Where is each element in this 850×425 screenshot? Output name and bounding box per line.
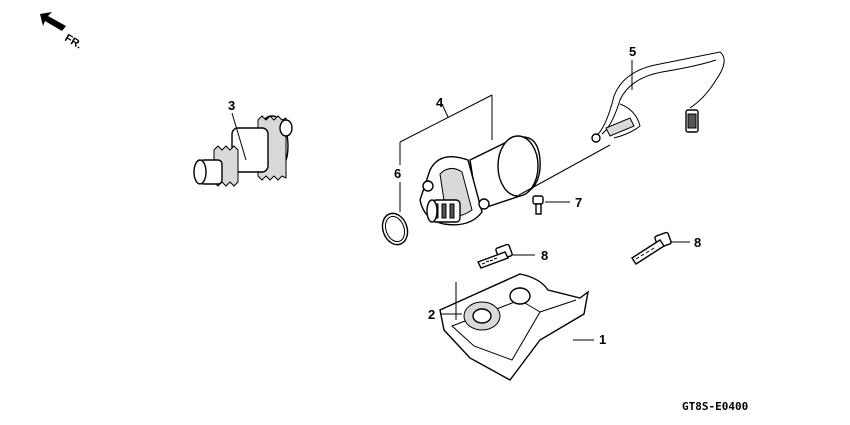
small-bolt-part: [532, 195, 570, 215]
callout-4: 4: [436, 95, 444, 110]
front-direction-indicator: FR.: [40, 12, 84, 51]
callout-2: 2: [428, 307, 435, 322]
callout-7: 7: [575, 195, 582, 210]
callout-6: 6: [394, 166, 401, 181]
callout-8-left: 8: [541, 248, 548, 263]
callout-1: 1: [599, 332, 606, 347]
rubber-grommet-part: [440, 282, 501, 331]
front-direction-arrow-icon: [40, 12, 66, 31]
flange-bolt-right-part: [631, 231, 690, 265]
callout-3: 3: [228, 98, 235, 113]
o-ring-part: [381, 142, 409, 246]
callout-5: 5: [629, 44, 636, 59]
callout-8-right: 8: [694, 235, 701, 250]
motor-bracket-part: [439, 273, 594, 381]
starter-drive-gear-part: [193, 112, 293, 187]
flange-bolt-left-part: [477, 243, 535, 269]
front-direction-label: FR.: [63, 32, 84, 51]
starter-motor-part: [399, 94, 611, 226]
starter-cable-part: [591, 51, 725, 143]
figure-code: GT8S-E0400: [682, 400, 748, 413]
